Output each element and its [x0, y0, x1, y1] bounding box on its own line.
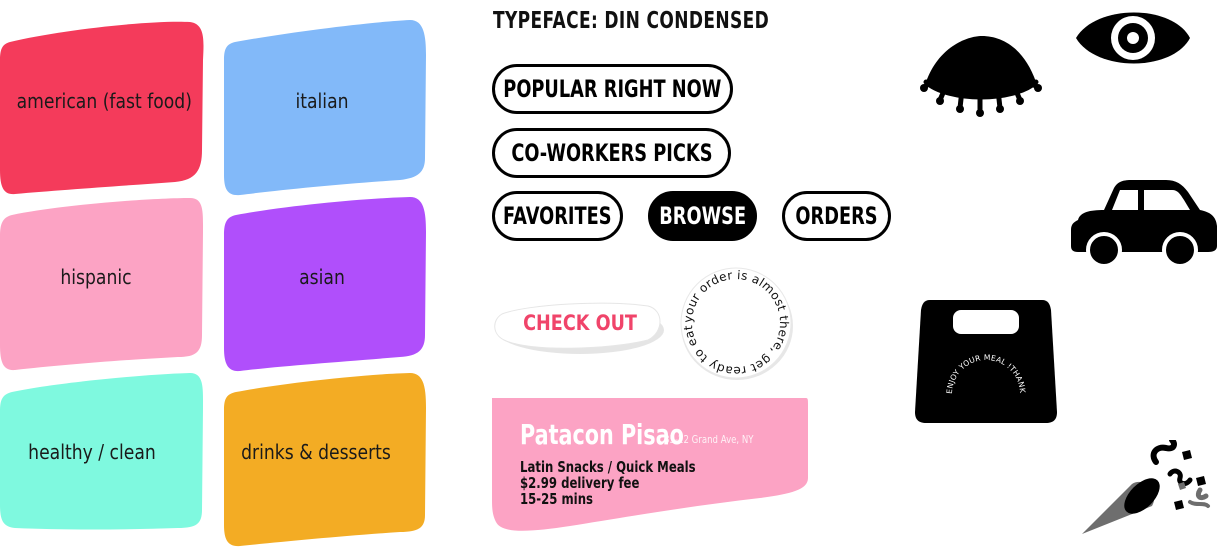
party-popper-icon — [1082, 440, 1210, 534]
checkout-label: CHECK OUT — [523, 311, 637, 335]
category-label-hispanic: hispanic — [60, 265, 132, 289]
popular-label: POPULAR RIGHT NOW — [503, 75, 722, 103]
favorites-label: FAVORITES — [503, 202, 612, 230]
car-icon — [1071, 180, 1217, 268]
category-label-drinks: drinks & desserts — [241, 440, 391, 464]
category-tile-drinks[interactable] — [224, 373, 426, 547]
coworkers-picks-button[interactable]: CO-WORKERS PICKS — [492, 128, 731, 178]
category-label-american: american (fast food) — [16, 89, 192, 113]
bag-icon: ENJOY YOUR MEAL !THANK YOU ! — [912, 296, 1057, 423]
restaurant-card[interactable] — [490, 396, 810, 536]
browse-button[interactable]: BROWSE — [648, 191, 757, 241]
favorites-button[interactable]: FAVORITES — [492, 191, 623, 241]
orders-label: ORDERS — [795, 202, 878, 230]
closed-eye-icon — [920, 36, 1042, 117]
category-tile-hispanic[interactable] — [0, 198, 204, 371]
restaurant-address: 85-22 Grand Ave, NY — [664, 433, 754, 446]
restaurant-name: Patacon Pisao — [520, 418, 684, 451]
orders-button[interactable]: ORDERS — [782, 191, 891, 241]
order-status-stamp: your order is almost there, get ready to… — [676, 266, 793, 380]
category-grid — [0, 20, 426, 547]
category-tile-american[interactable] — [0, 21, 204, 195]
checkout-button[interactable] — [488, 292, 673, 360]
category-tile-italian[interactable] — [224, 20, 426, 196]
category-tile-asian[interactable] — [224, 197, 426, 372]
category-label-asian: asian — [299, 265, 345, 289]
coworkers-label: CO-WORKERS PICKS — [510, 139, 713, 167]
browse-label: BROWSE — [659, 202, 746, 230]
category-label-healthy: healthy / clean — [28, 440, 156, 464]
open-eye-icon — [1076, 12, 1190, 64]
restaurant-delivery-time: 15-25 mins — [520, 490, 593, 508]
popular-right-now-button[interactable]: POPULAR RIGHT NOW — [492, 64, 733, 114]
restaurant-delivery-fee: $2.99 delivery fee — [520, 474, 640, 492]
category-label-italian: italian — [295, 89, 349, 113]
category-tile-healthy[interactable] — [0, 373, 204, 530]
restaurant-cuisine: Latin Snacks / Quick Meals — [520, 458, 696, 476]
typeface-label: TYPEFACE: DIN CONDENSED — [493, 8, 770, 34]
